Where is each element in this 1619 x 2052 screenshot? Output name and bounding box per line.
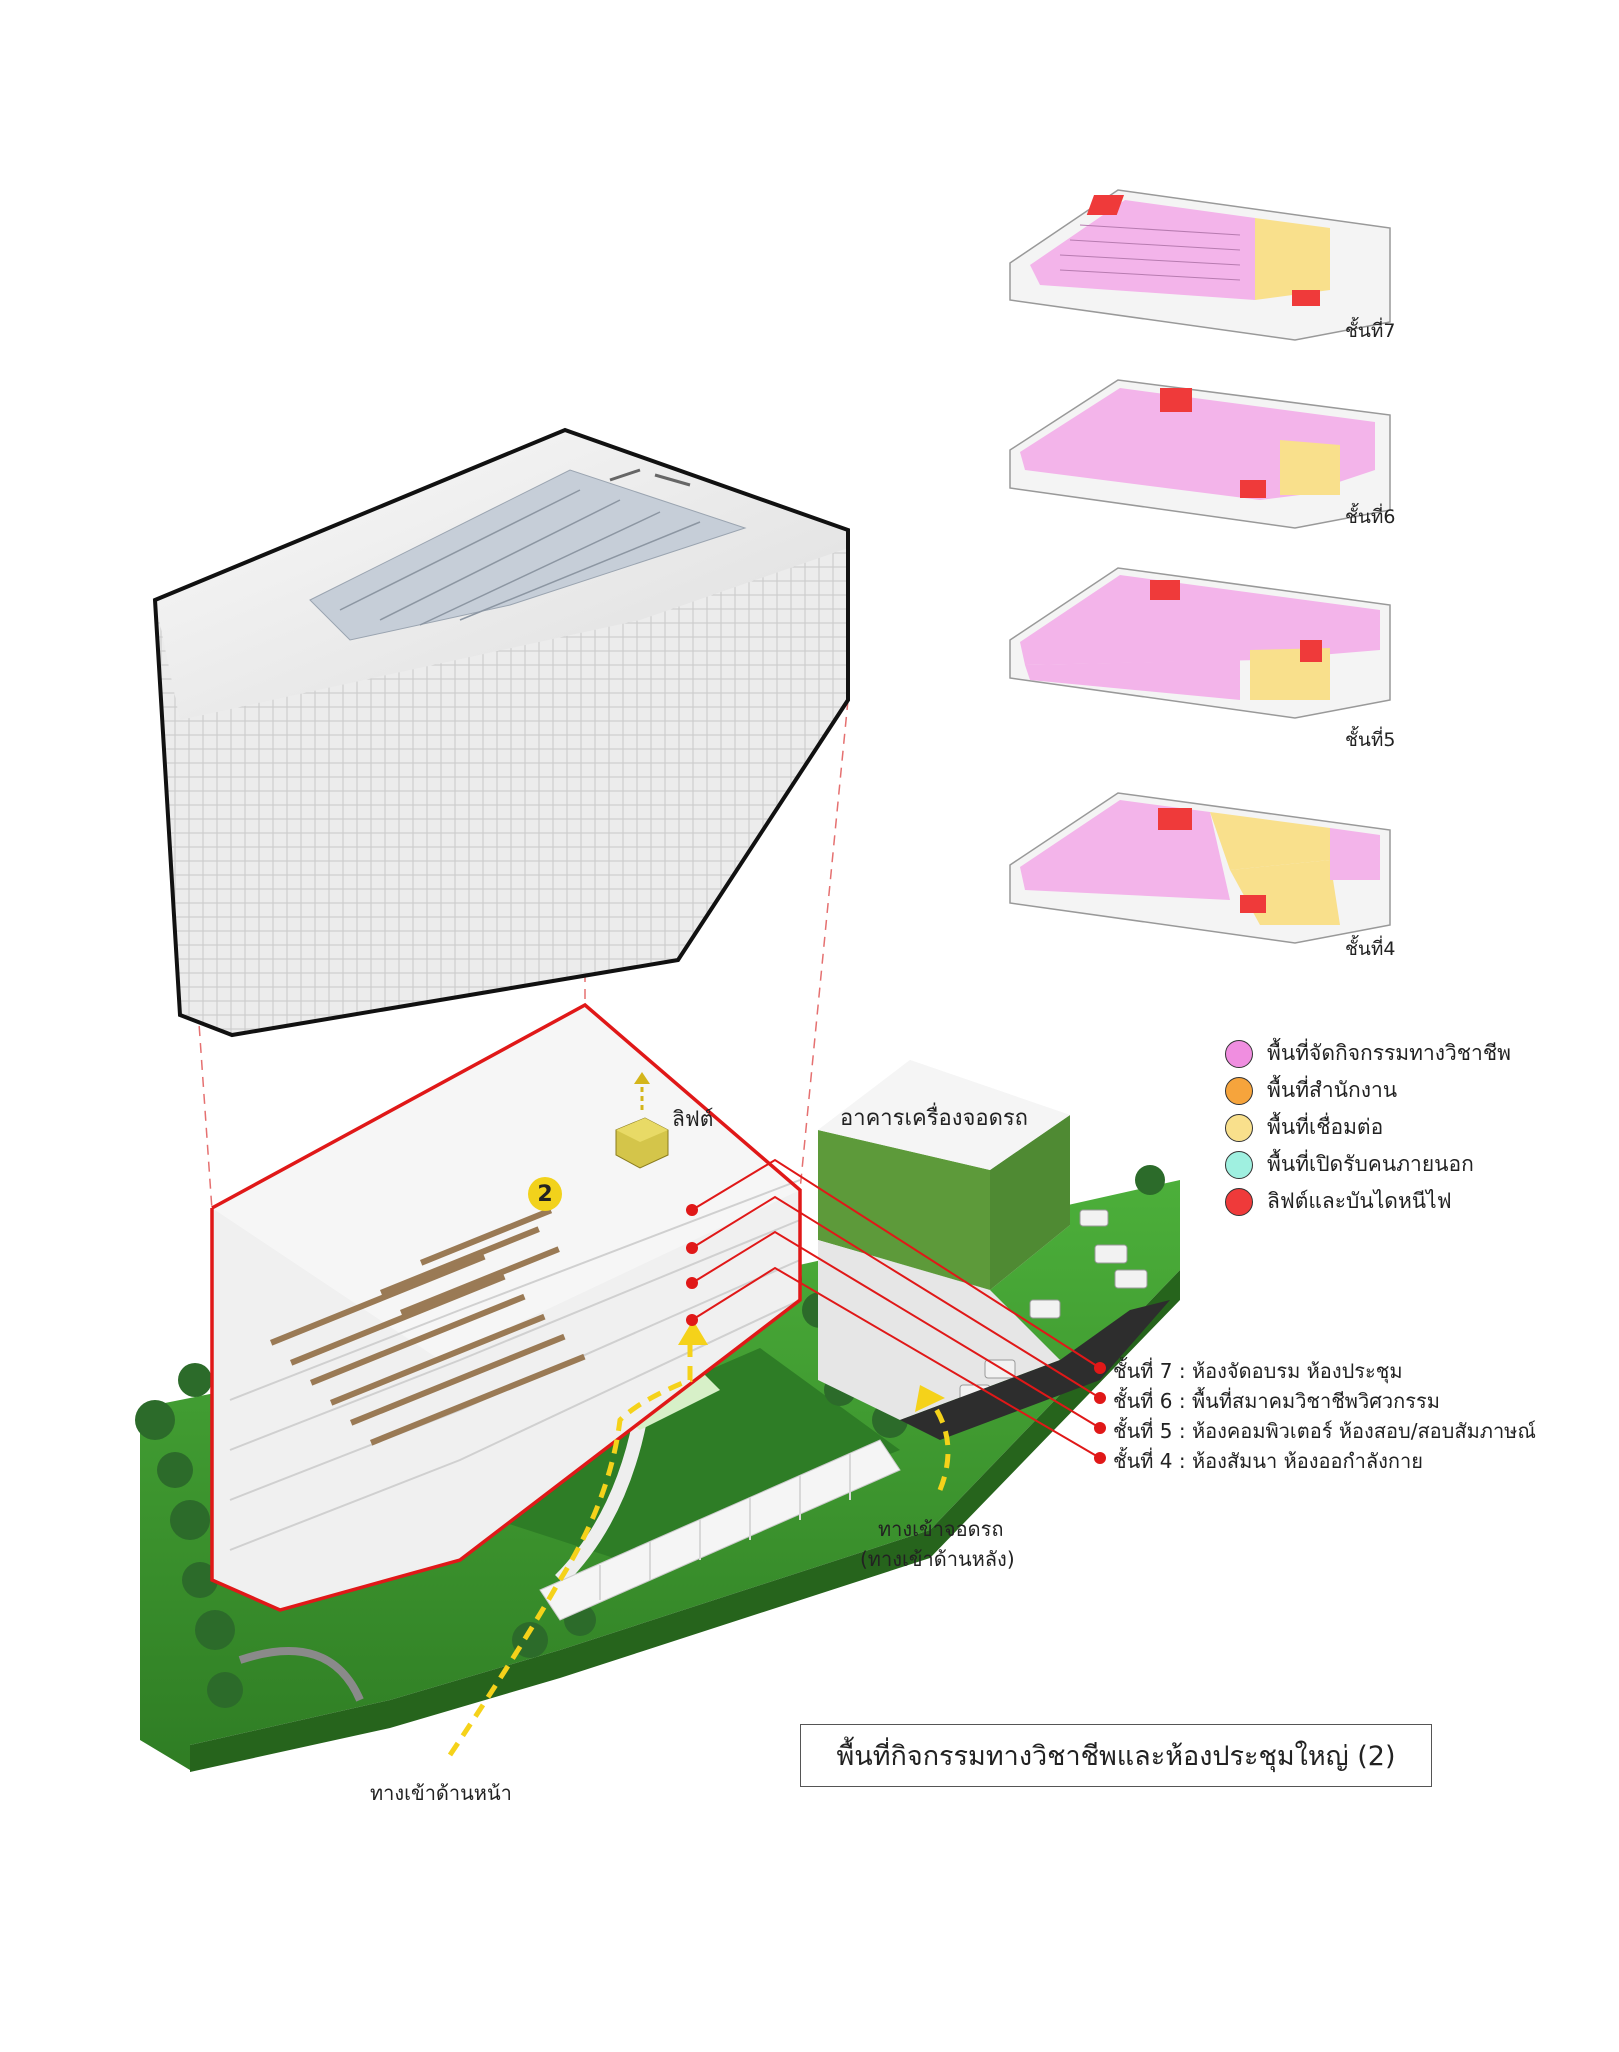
legend-item: พื้นที่เปิดรับคนภายนอก	[1225, 1146, 1511, 1183]
legend-swatch	[1225, 1150, 1253, 1179]
floor-plan-label-6: ชั้นที่6	[1345, 506, 1396, 528]
page-title: พื้นที่กิจกรรมทางวิชาชีพและห้องประชุมใหญ…	[800, 1724, 1432, 1787]
floor-plan-label-7: ชั้นที่7	[1345, 320, 1396, 342]
rear-entrance-label: ทางเข้าจอดรถ	[878, 1517, 1004, 1541]
floor-plan-5	[1009, 567, 1391, 719]
legend-item: พื้นที่สำนักงาน	[1225, 1072, 1511, 1109]
legend-label: พื้นที่เปิดรับคนภายนอก	[1267, 1152, 1474, 1176]
floor-callout-6: ชั้นที่ 6 : พื้นที่สมาคมวิชาชีพวิศวกรรม	[1113, 1389, 1440, 1413]
floor-plan-label-5: ชั้นที่5	[1345, 729, 1396, 751]
legend-item: พื้นที่จัดกิจกรรมทางวิชาชีพ	[1225, 1035, 1511, 1072]
lower-building	[210, 1002, 802, 1612]
lift-label: ลิฟต์	[672, 1107, 714, 1131]
floor-plan-7	[1009, 189, 1391, 341]
parking-building-label: อาคารเครื่องจอดรถ	[840, 1106, 1028, 1131]
section-badge: 2	[528, 1177, 562, 1211]
legend-label: พื้นที่จัดกิจกรรมทางวิชาชีพ	[1267, 1041, 1511, 1065]
floor-plan-6	[1009, 379, 1391, 529]
rear-entrance-sublabel: (ทางเข้าด้านหลัง)	[860, 1547, 1015, 1571]
floor-callout-7: ชั้นที่ 7 : ห้องจัดอบรม ห้องประชุม	[1113, 1359, 1403, 1383]
legend-item: ลิฟต์และบันไดหนีไฟ	[1225, 1183, 1511, 1220]
callout-dots	[686, 1204, 1106, 1464]
legend-swatch	[1225, 1039, 1253, 1068]
legend-swatch	[1225, 1076, 1253, 1105]
rear-arrowhead	[915, 1385, 945, 1412]
lift-box	[615, 1072, 669, 1169]
legend-label: พื้นที่สำนักงาน	[1267, 1078, 1398, 1102]
callout-leaders	[691, 1158, 1101, 1459]
legend-item: พื้นที่เชื่อมต่อ	[1225, 1109, 1511, 1146]
entrance-arrows	[447, 1340, 951, 1757]
floor-callout-4: ชั้นที่ 4 : ห้องสัมนา ห้องออกำลังกาย	[1113, 1449, 1423, 1473]
auditorium-seating	[270, 1207, 586, 1446]
floor-plan-4	[1009, 792, 1391, 944]
floor-callout-5: ชั้นที่ 5 : ห้องคอมพิวเตอร์ ห้องสอบ/สอบส…	[1113, 1419, 1536, 1443]
legend-label: ลิฟต์และบันไดหนีไฟ	[1267, 1189, 1452, 1213]
upper-building	[152, 427, 850, 1038]
legend-label: พื้นที่เชื่อมต่อ	[1267, 1115, 1384, 1139]
legend: พื้นที่จัดกิจกรรมทางวิชาชีพ พื้นที่สำนัก…	[1225, 1035, 1511, 1220]
legend-swatch	[1225, 1113, 1253, 1142]
front-entrance-label: ทางเข้าด้านหน้า	[370, 1781, 512, 1805]
front-arrowhead	[678, 1320, 708, 1345]
legend-swatch	[1225, 1187, 1253, 1216]
floor-plan-label-4: ชั้นที่4	[1345, 938, 1396, 960]
